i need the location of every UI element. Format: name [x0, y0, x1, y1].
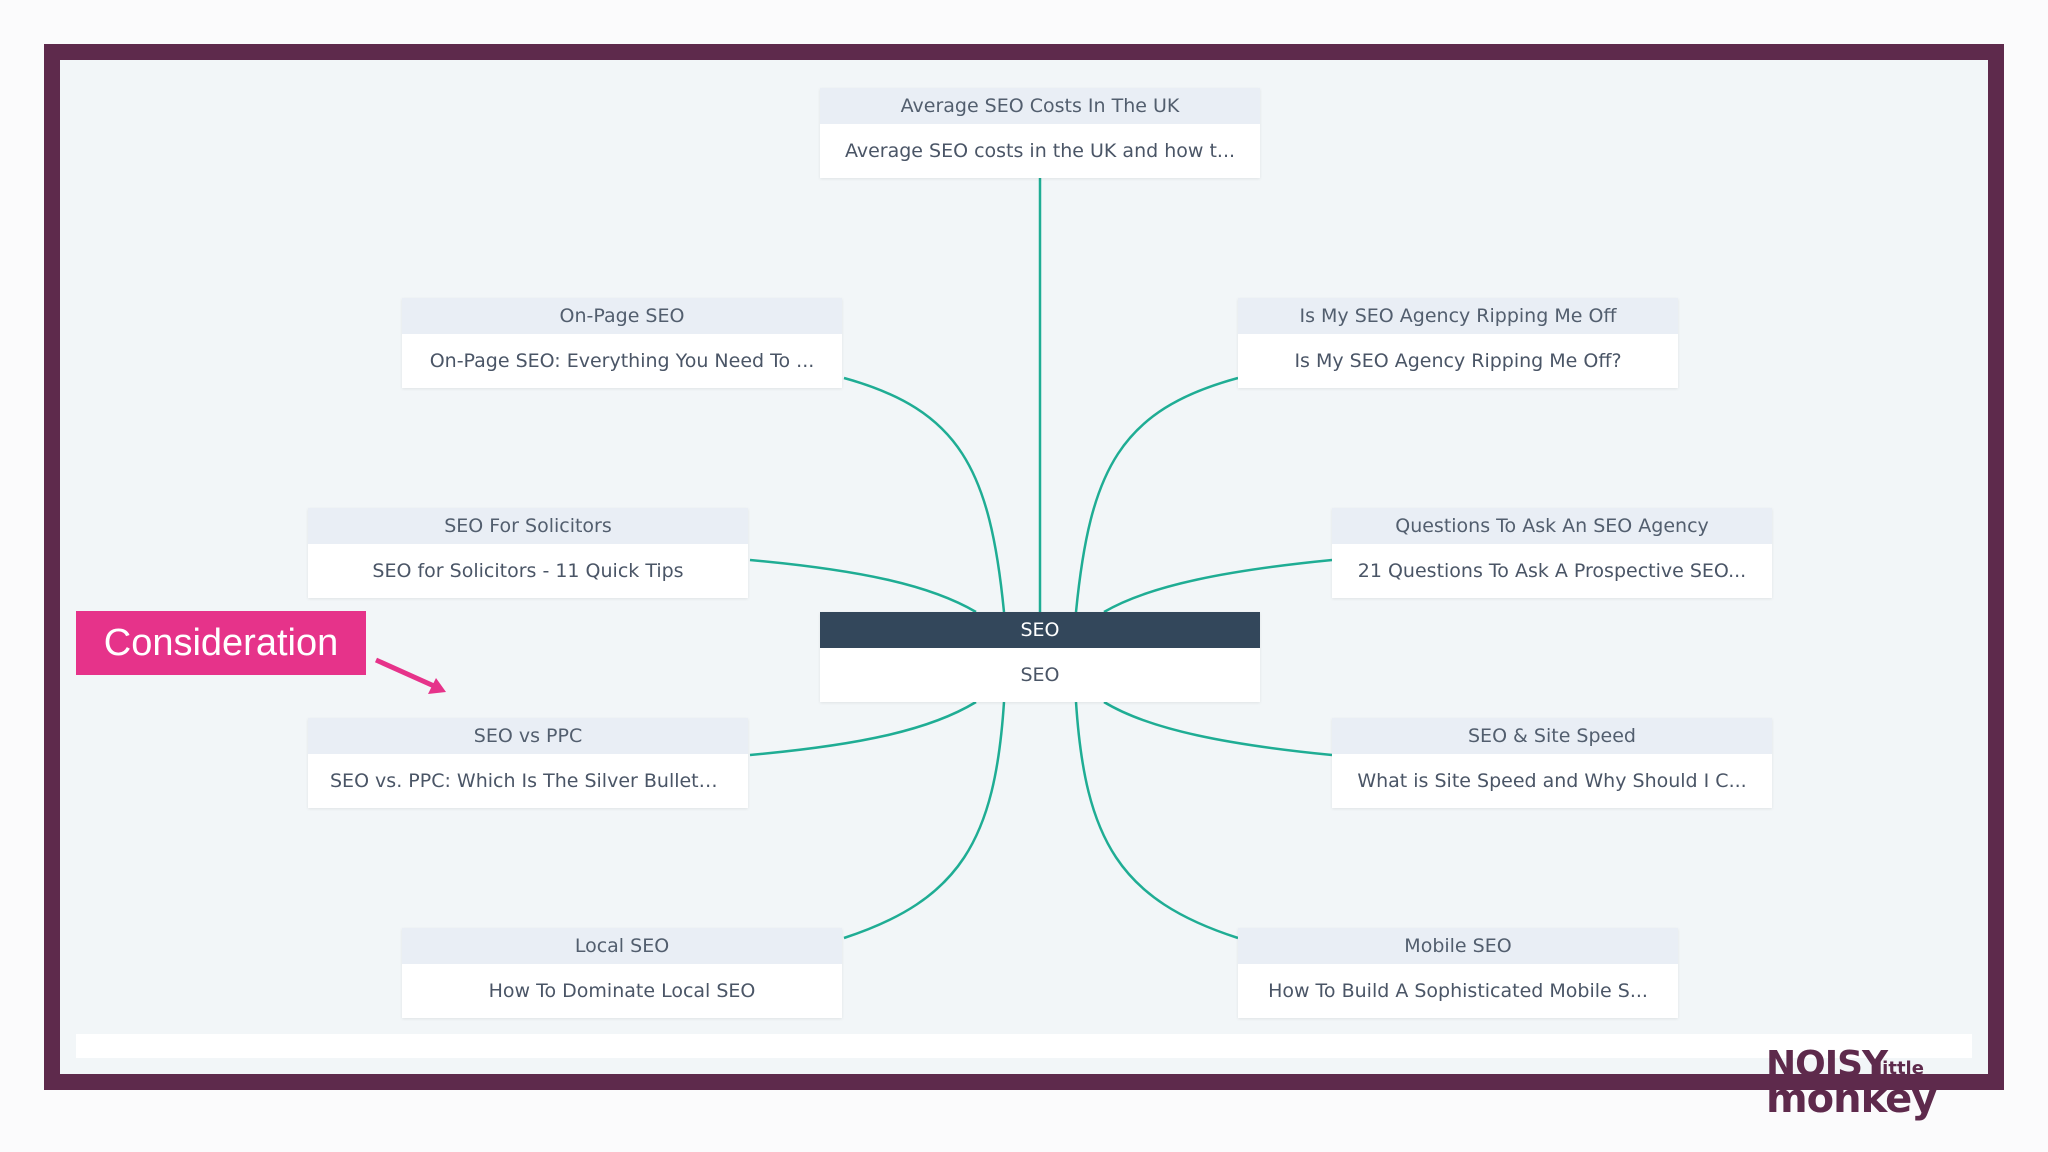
- logo-word-little: little: [1876, 1058, 1924, 1079]
- node-seo-for-solicitors[interactable]: SEO For Solicitors SEO for Solicitors - …: [308, 508, 748, 598]
- node-description: SEO for Solicitors - 11 Quick Tips: [372, 560, 684, 582]
- node-title: Is My SEO Agency Ripping Me Off: [1238, 298, 1678, 334]
- node-description: Is My SEO Agency Ripping Me Off?: [1294, 350, 1622, 372]
- node-questions-to-ask[interactable]: Questions To Ask An SEO Agency 21 Questi…: [1332, 508, 1772, 598]
- canvas-footer-strip: [76, 1034, 1972, 1058]
- noisy-little-monkey-logo: NOISY little monkey: [1766, 1044, 1937, 1122]
- node-local-seo[interactable]: Local SEO How To Dominate Local SEO: [402, 928, 842, 1018]
- node-on-page-seo[interactable]: On-Page SEO On-Page SEO: Everything You …: [402, 298, 842, 388]
- node-description: How To Dominate Local SEO: [488, 980, 756, 1002]
- node-description: 21 Questions To Ask A Prospective SEO...: [1357, 560, 1747, 582]
- node-description: What is Site Speed and Why Should I C...: [1357, 770, 1747, 792]
- node-description: SEO vs. PPC: Which Is The Silver Bullet?…: [330, 770, 727, 792]
- node-title: SEO vs PPC: [308, 718, 748, 754]
- node-title: Questions To Ask An SEO Agency: [1332, 508, 1772, 544]
- logo-word-monkey: monkey: [1766, 1076, 1937, 1122]
- node-title: SEO & Site Speed: [1332, 718, 1772, 754]
- root-title: SEO: [820, 612, 1260, 648]
- node-description: How To Build A Sophisticated Mobile S...: [1268, 980, 1648, 1002]
- node-mobile-seo[interactable]: Mobile SEO How To Build A Sophisticated …: [1238, 928, 1678, 1018]
- logo-word-noisy: NOISY: [1766, 1044, 1888, 1085]
- node-root-seo[interactable]: SEO SEO: [820, 612, 1260, 702]
- node-average-seo-costs[interactable]: Average SEO Costs In The UK Average SEO …: [820, 88, 1260, 178]
- node-seo-vs-ppc[interactable]: SEO vs PPC SEO vs. PPC: Which Is The Sil…: [308, 718, 748, 808]
- node-description: Average SEO costs in the UK and how t...: [844, 140, 1236, 162]
- node-description: On-Page SEO: Everything You Need To ...: [429, 350, 815, 372]
- node-seo-agency-ripping[interactable]: Is My SEO Agency Ripping Me Off Is My SE…: [1238, 298, 1678, 388]
- root-description: SEO: [1020, 664, 1060, 686]
- consideration-callout: Consideration: [76, 611, 366, 675]
- node-title: On-Page SEO: [402, 298, 842, 334]
- node-title: SEO For Solicitors: [308, 508, 748, 544]
- node-title: Local SEO: [402, 928, 842, 964]
- node-title: Mobile SEO: [1238, 928, 1678, 964]
- node-title: Average SEO Costs In The UK: [820, 88, 1260, 124]
- node-seo-site-speed[interactable]: SEO & Site Speed What is Site Speed and …: [1332, 718, 1772, 808]
